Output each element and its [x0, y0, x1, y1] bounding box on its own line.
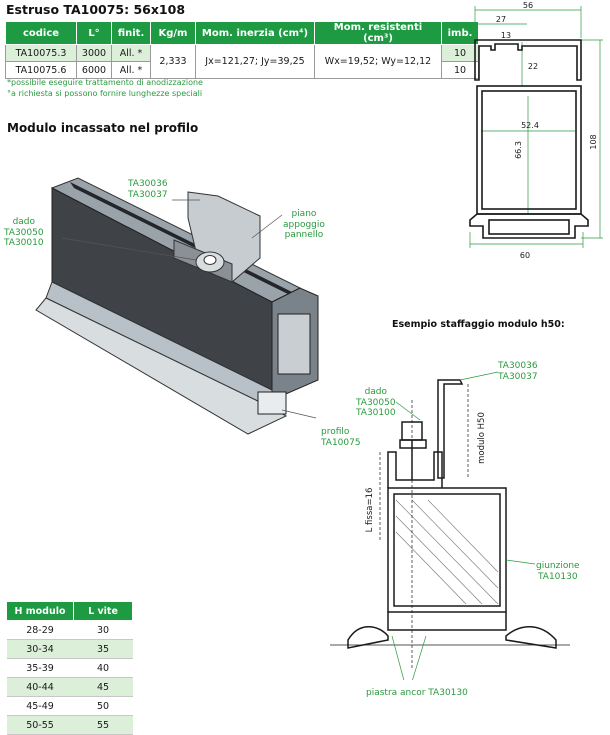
cell-h: 28-29	[6, 620, 74, 640]
col-codice: codice	[5, 21, 77, 45]
cell-finitura: All. *	[111, 61, 151, 79]
cell-h: 30-34	[6, 639, 74, 659]
cell-finitura: All. *	[111, 44, 151, 62]
module-heading: Modulo incassato nel profilo	[7, 121, 199, 135]
cell-l: 30	[73, 620, 133, 640]
cell-h: 40-44	[6, 677, 74, 697]
label-ta30036: TA30036 TA30037	[128, 179, 168, 200]
col-inerzia: Mom. inerzia (cm⁴)	[195, 21, 315, 45]
note-anodizzazione: *possibile eseguire trattamento di anodi…	[7, 78, 203, 87]
col-lunghezza: L°	[76, 21, 112, 45]
dim-66: 66.3	[514, 141, 523, 159]
cell-codice: TA10075.3	[5, 44, 77, 62]
dim-60: 60	[520, 251, 530, 260]
dim-13: 13	[501, 31, 511, 40]
label-dado: dado TA30050 TA30010	[4, 217, 44, 248]
cell-imb: 10	[441, 44, 479, 62]
cell-h: 35-39	[6, 658, 74, 678]
cell-h: 50-55	[6, 715, 74, 735]
cell-kgm: 2,333	[150, 44, 196, 79]
note-lunghezze: °a richiesta si possono fornire lunghezz…	[7, 89, 203, 98]
spec-table: codice L° finit. Kg/m Mom. inerzia (cm⁴)…	[5, 21, 479, 79]
page-title: Estruso TA10075: 56x108	[6, 2, 186, 17]
table-row: TA10075.6 6000 All. * 10	[5, 61, 479, 79]
cell-l: 40	[73, 658, 133, 678]
spec-table-header: codice L° finit. Kg/m Mom. inerzia (cm⁴)…	[5, 21, 479, 45]
dim-52: 52.4	[521, 121, 539, 130]
cell-codice: TA10075.6	[5, 61, 77, 79]
col-kgm: Kg/m	[150, 21, 196, 45]
cell-lunghezza: 6000	[76, 61, 112, 79]
cell-h: 45-49	[6, 696, 74, 716]
module-3d-drawing	[35, 177, 319, 435]
cell-resistenti: Wx=19,52; Wy=12,12	[314, 44, 442, 79]
label-piano-appoggio: piano appoggio pannello	[283, 209, 325, 240]
cell-l: 50	[73, 696, 133, 716]
table-row: TA10075.3 3000 All. * 2,333 Jx=121,27; J…	[5, 44, 479, 79]
col-imb: imb.	[441, 21, 479, 45]
cell-inerzia: Jx=121,27; Jy=39,25	[195, 44, 315, 79]
dim-27: 27	[496, 15, 506, 24]
label-giunzione: giunzione TA10130	[536, 561, 580, 582]
cell-lunghezza: 3000	[76, 44, 112, 62]
profile-section-drawing: 56 27 13 22 52.4 66.3 108 60	[469, 1, 603, 260]
label-piastra: piastra ancor TA30130	[366, 688, 468, 698]
label-l-fissa: L fissa=16	[365, 488, 375, 533]
dim-22: 22	[528, 62, 538, 71]
label-ex-dado: dado TA30050 TA30100	[356, 387, 396, 418]
cell-l: 55	[73, 715, 133, 735]
col-h-modulo: H modulo	[6, 601, 74, 621]
dim-108: 108	[589, 134, 598, 149]
col-finitura: finit.	[111, 21, 151, 45]
cell-imb: 10	[441, 61, 479, 79]
col-l-vite: L vite	[73, 601, 133, 621]
vite-table-header: H modulo L vite	[6, 601, 133, 621]
col-resistenti: Mom. resistenti (cm³)	[314, 21, 442, 45]
example-heading: Esempio staffaggio modulo h50:	[392, 319, 565, 330]
cell-l: 35	[73, 639, 133, 659]
label-profilo: profilo TA10075	[321, 427, 361, 448]
label-modulo-h50: modulo H50	[477, 412, 487, 464]
example-section-drawing: modulo H50 L fissa=16	[330, 371, 570, 680]
dim-56: 56	[523, 1, 533, 10]
cell-l: 45	[73, 677, 133, 697]
label-ex-ta30036: TA30036 TA30037	[498, 361, 538, 382]
